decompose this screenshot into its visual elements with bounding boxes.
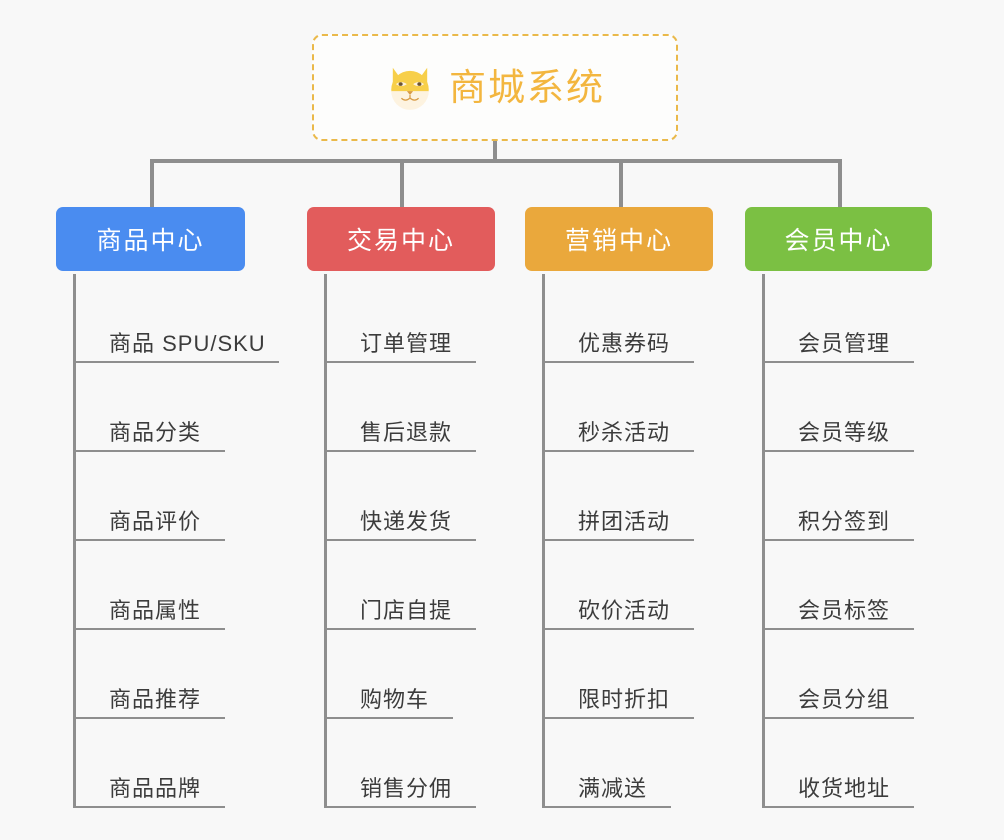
- leaf-item-label: 门店自提: [360, 597, 453, 623]
- leaf-item-underline: [73, 717, 225, 719]
- leaf-item-label: 砍价活动: [578, 597, 671, 623]
- leaf-item[interactable]: 会员标签: [762, 541, 914, 630]
- leaf-item[interactable]: 销售分佣: [324, 719, 476, 808]
- leaf-item[interactable]: 优惠券码: [542, 274, 694, 363]
- leaf-item-label: 商品属性: [109, 597, 202, 623]
- category-box-marketing-center[interactable]: 营销中心: [525, 207, 713, 271]
- leaf-item[interactable]: 会员分组: [762, 630, 914, 719]
- connector-drop-3: [619, 159, 623, 209]
- leaf-item-label: 会员管理: [798, 330, 891, 356]
- leaf-item-label: 会员分组: [798, 686, 891, 712]
- leaf-item-underline: [542, 539, 694, 541]
- leaf-item-underline: [762, 717, 914, 719]
- leaf-item[interactable]: 购物车: [324, 630, 453, 719]
- shiba-dog-icon: [391, 67, 429, 110]
- leaf-item-underline: [542, 628, 694, 630]
- category-box-label: 商品中心: [96, 227, 205, 255]
- leaf-item-underline: [542, 717, 694, 719]
- leaf-item[interactable]: 商品品牌: [73, 719, 225, 808]
- connector-drop-4: [838, 159, 842, 209]
- leaf-item-underline: [542, 361, 694, 363]
- leaf-item-underline: [73, 361, 279, 363]
- leaf-item-label: 快递发货: [360, 508, 453, 534]
- leaf-item-label: 秒杀活动: [578, 419, 671, 445]
- leaf-item-underline: [73, 450, 225, 452]
- leaf-item[interactable]: 拼团活动: [542, 452, 694, 541]
- leaf-item-label: 商品分类: [109, 419, 202, 445]
- leaf-item-label: 购物车: [360, 686, 430, 712]
- leaf-item-label: 售后退款: [360, 419, 453, 445]
- leaf-item-label: 会员等级: [798, 419, 891, 445]
- leaf-item-underline: [324, 806, 476, 808]
- leaf-item-underline: [73, 806, 225, 808]
- leaf-item[interactable]: 砍价活动: [542, 541, 694, 630]
- connector-drop-2: [400, 159, 404, 209]
- leaf-item-underline: [542, 450, 694, 452]
- leaf-item-underline: [324, 361, 476, 363]
- leaf-item-underline: [762, 806, 914, 808]
- leaf-item-label: 会员标签: [798, 597, 891, 623]
- leaf-item[interactable]: 订单管理: [324, 274, 476, 363]
- leaf-stem: [324, 274, 327, 808]
- category-box-label: 会员中心: [784, 227, 893, 255]
- leaf-item-label: 商品 SPU/SKU: [109, 330, 266, 356]
- leaf-item[interactable]: 商品评价: [73, 452, 225, 541]
- leaf-item-label: 限时折扣: [578, 686, 671, 712]
- category-box-trade-center[interactable]: 交易中心: [307, 207, 495, 271]
- category-box-label: 交易中心: [346, 227, 455, 255]
- leaf-item-label: 商品推荐: [109, 686, 202, 712]
- leaf-item[interactable]: 会员等级: [762, 363, 914, 452]
- leaf-item-underline: [762, 361, 914, 363]
- root-title: 商城系统: [449, 67, 605, 108]
- leaf-item[interactable]: 秒杀活动: [542, 363, 694, 452]
- leaf-item[interactable]: 限时折扣: [542, 630, 694, 719]
- leaf-item-underline: [762, 539, 914, 541]
- leaf-item[interactable]: 商品推荐: [73, 630, 225, 719]
- leaf-item-underline: [762, 450, 914, 452]
- leaf-item-label: 收货地址: [798, 775, 891, 801]
- connector-horizontal-bus: [150, 159, 842, 163]
- root-node-mall-system[interactable]: 商城系统: [312, 34, 678, 141]
- leaf-item[interactable]: 门店自提: [324, 541, 476, 630]
- leaf-stem: [542, 274, 545, 808]
- leaf-item-label: 满减送: [578, 775, 648, 801]
- leaf-item[interactable]: 会员管理: [762, 274, 914, 363]
- leaf-item[interactable]: 售后退款: [324, 363, 476, 452]
- leaf-item[interactable]: 商品 SPU/SKU: [73, 274, 279, 363]
- leaf-item[interactable]: 收货地址: [762, 719, 914, 808]
- leaf-item-underline: [324, 628, 476, 630]
- leaf-item-label: 优惠券码: [578, 330, 671, 356]
- category-box-label: 营销中心: [564, 227, 673, 255]
- leaf-item-underline: [762, 628, 914, 630]
- leaf-item[interactable]: 商品属性: [73, 541, 225, 630]
- connector-root-drop: [493, 141, 497, 163]
- leaf-item-label: 拼团活动: [578, 508, 671, 534]
- leaf-item[interactable]: 满减送: [542, 719, 671, 808]
- leaf-item-underline: [73, 628, 225, 630]
- leaf-item-label: 积分签到: [798, 508, 891, 534]
- leaf-item-label: 商品品牌: [109, 775, 202, 801]
- leaf-item-underline: [542, 806, 671, 808]
- leaf-item[interactable]: 快递发货: [324, 452, 476, 541]
- leaf-item-underline: [73, 539, 225, 541]
- leaf-item-underline: [324, 450, 476, 452]
- leaf-item[interactable]: 商品分类: [73, 363, 225, 452]
- leaf-item-label: 商品评价: [109, 508, 202, 534]
- category-box-member-center[interactable]: 会员中心: [745, 207, 932, 271]
- leaf-stem: [73, 274, 76, 808]
- leaf-item-underline: [324, 539, 476, 541]
- connector-drop-1: [150, 159, 154, 209]
- leaf-item-underline: [324, 717, 453, 719]
- leaf-item[interactable]: 积分签到: [762, 452, 914, 541]
- leaf-stem: [762, 274, 765, 808]
- leaf-item-label: 销售分佣: [360, 775, 453, 801]
- leaf-item-label: 订单管理: [360, 330, 453, 356]
- category-box-product-center[interactable]: 商品中心: [56, 207, 245, 271]
